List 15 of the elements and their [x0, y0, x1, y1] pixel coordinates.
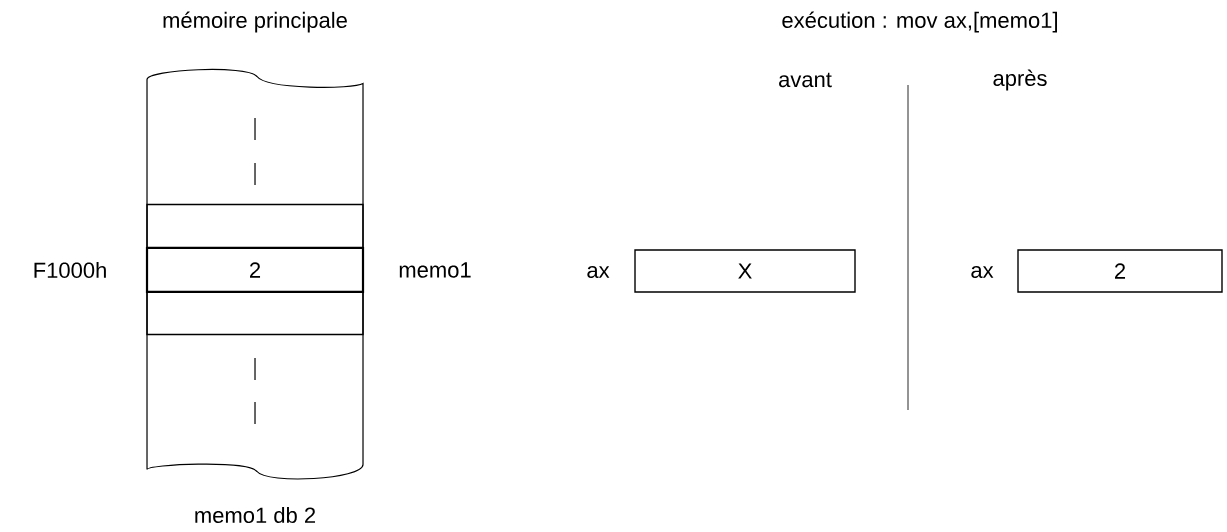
memory-cell: 2: [145, 246, 365, 294]
side-label: F1000h: [34, 261, 106, 279]
column-heading: avant: [779, 72, 832, 88]
memory-cell: [146, 203, 364, 249]
register-box: 2: [1017, 249, 1223, 293]
side-label: ax: [971, 265, 994, 279]
heading: mémoire principale: [163, 11, 347, 33]
memory-strip: [146, 68, 364, 480]
column-heading: après: [993, 69, 1047, 91]
side-label: memo1: [399, 262, 471, 278]
caption: memo1 db 2: [195, 506, 315, 524]
heading: exécution : mov ax,[memo1]: [782, 11, 1057, 33]
memory-cell: [146, 290, 364, 336]
side-label: ax: [587, 265, 610, 279]
register-box: X: [634, 249, 856, 293]
